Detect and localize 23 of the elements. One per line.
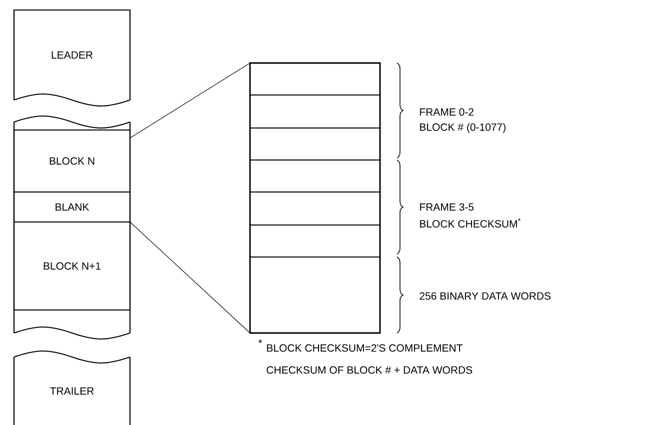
data-words-box bbox=[249, 256, 381, 334]
brace-label: 256 BINARY DATA WORDS bbox=[420, 292, 551, 300]
zoom-line bbox=[130, 62, 250, 138]
footnote-text: BLOCK CHECKSUM=2'S COMPLEMENT bbox=[267, 344, 463, 352]
zoom-line bbox=[130, 222, 250, 334]
footnote-mark: * bbox=[258, 339, 262, 344]
tape-segment: LEADER bbox=[13, 9, 131, 107]
blank-box: BLANK bbox=[13, 191, 131, 223]
frame-box bbox=[249, 127, 381, 161]
tape-segment: TRAILER bbox=[13, 350, 131, 425]
frame-box bbox=[249, 62, 381, 96]
frame-box bbox=[249, 94, 381, 129]
brace-label: BLOCK CHECKSUM$^{*}$ bbox=[420, 218, 521, 228]
block-box: BLOCK N+1 bbox=[13, 221, 131, 311]
brace-label: BLOCK # (0-1077) bbox=[420, 123, 506, 133]
frame-box bbox=[249, 224, 381, 258]
frame-box bbox=[249, 191, 381, 226]
frame-box bbox=[249, 159, 381, 193]
brace-label: FRAME 3-5 bbox=[420, 203, 474, 211]
tape-segment bbox=[13, 115, 131, 340]
brace-label: FRAME 0-2 bbox=[420, 108, 474, 116]
block-box: BLOCK N bbox=[13, 129, 131, 193]
footnote-text: CHECKSUM OF BLOCK # + DATA WORDS bbox=[266, 366, 472, 374]
